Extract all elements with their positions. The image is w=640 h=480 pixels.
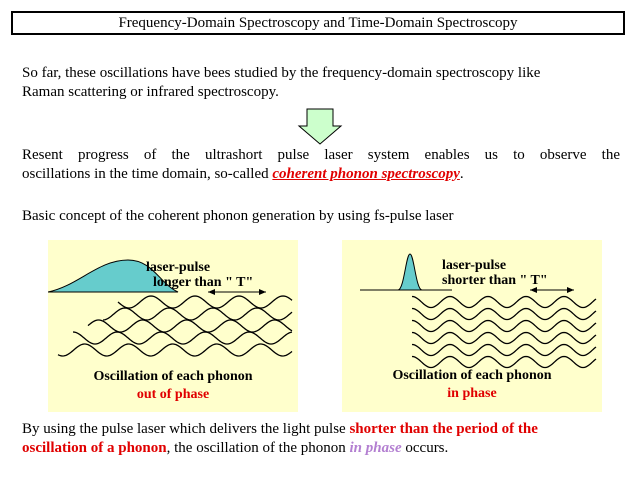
phonon-wave-in-phase: [411, 295, 597, 309]
phonon-wave-out-of-phase: [117, 295, 293, 309]
phonon-wave-in-phase: [411, 319, 597, 333]
phonon-wave-in-phase: [411, 343, 597, 357]
out-of-phase-label: out of phase: [136, 387, 210, 402]
phonon-wave-in-phase: [411, 331, 597, 345]
p2-line2: oscillations in the time domain, so-call…: [22, 166, 464, 182]
phonon-wave-out-of-phase: [72, 331, 293, 345]
paragraph-frequency-domain: So far, these oscillations have bees stu…: [22, 64, 620, 102]
long-pulse-caption: Oscillation of each phonon out of phase: [48, 368, 298, 404]
oscillation-of-phonon-text: oscillation of a phonon: [22, 440, 167, 456]
short-pulse-label: laser-pulse shorter than " T": [442, 258, 548, 288]
slide-title-text: Frequency-Domain Spectroscopy and Time-D…: [118, 14, 518, 31]
p2-line1: Resent progress of the ultrashort pulse …: [22, 147, 620, 163]
phonon-wave-out-of-phase: [57, 343, 293, 357]
phonon-wave-in-phase: [411, 307, 597, 321]
long-pulse-label: laser-pulse longer than " T": [146, 260, 254, 290]
paragraph-basic-concept: Basic concept of the coherent phonon gen…: [22, 208, 454, 224]
shorter-than-period-text: shorter than the period of the: [349, 421, 538, 437]
long-pulse-diagram: [48, 259, 293, 357]
panel-short-pulse: laser-pulse shorter than " T" Oscillatio…: [342, 240, 602, 412]
panel-long-pulse: laser-pulse longer than " T" Oscillation…: [48, 240, 298, 412]
phonon-wave-out-of-phase: [87, 319, 293, 333]
coherent-phonon-term: coherent phonon spectroscopy: [272, 166, 460, 182]
short-pulse-diagram: [360, 253, 597, 369]
phonon-wave-out-of-phase: [102, 307, 293, 321]
p1-line1: So far, these oscillations have bees stu…: [22, 65, 541, 81]
in-phase-emphasis: in phase: [349, 440, 402, 456]
slide-title: Frequency-Domain Spectroscopy and Time-D…: [11, 11, 625, 35]
phonon-wave-in-phase: [411, 355, 597, 369]
down-arrow-icon: [297, 108, 343, 145]
p1-line2: Raman scattering or infrared spectroscop…: [22, 84, 279, 100]
paragraph-conclusion: By using the pulse laser which delivers …: [22, 421, 538, 456]
in-phase-label: in phase: [447, 386, 497, 401]
short-pulse-caption: Oscillation of each phonon in phase: [342, 367, 602, 403]
paragraph-time-domain: Resent progress of the ultrashort pulse …: [22, 146, 620, 184]
